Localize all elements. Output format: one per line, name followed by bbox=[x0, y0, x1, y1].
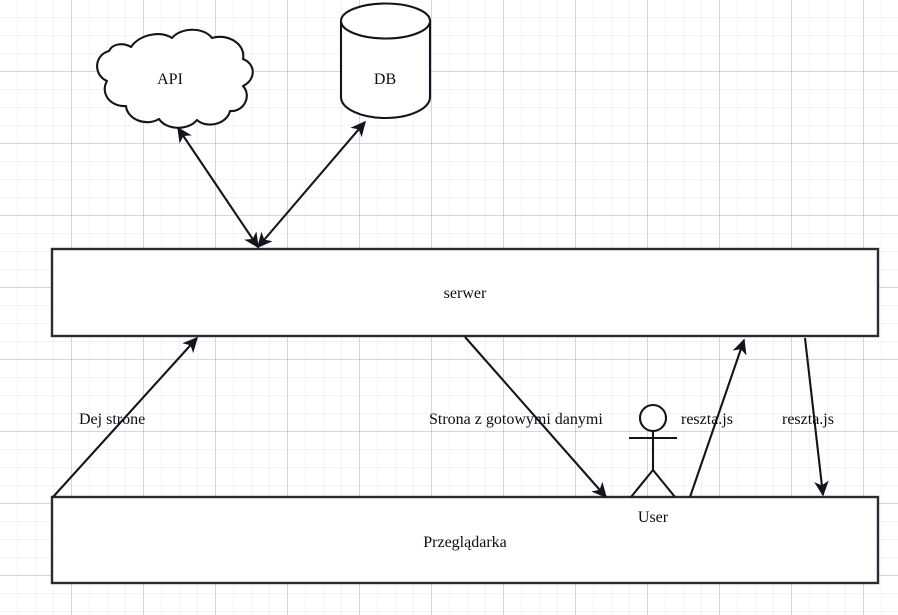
user-leg-left bbox=[630, 469, 654, 498]
edge-db-serwer[interactable] bbox=[257, 120, 366, 249]
label-serwer: serwer bbox=[443, 285, 487, 302]
node-browser-box[interactable] bbox=[50, 495, 880, 585]
db-cylinder-body bbox=[339, 19, 432, 120]
edge-reszta-js-down[interactable] bbox=[803, 337, 829, 497]
label-strona-gotowymi-danymi: Strona z gotowymi danymi bbox=[429, 411, 603, 428]
label-db: DB bbox=[373, 71, 397, 88]
label-user: User bbox=[637, 509, 669, 526]
edge-dej-strone[interactable] bbox=[52, 336, 198, 498]
db-cylinder-top bbox=[339, 2, 432, 40]
node-api-cloud[interactable] bbox=[96, 28, 254, 129]
label-browser: Przeglądarka bbox=[423, 534, 507, 551]
label-dej-strone: Dej strone bbox=[79, 411, 146, 428]
edge-api-serwer[interactable] bbox=[177, 126, 259, 249]
label-reszta-js-up: reszta.js bbox=[681, 411, 733, 428]
edge-reszta-js-up[interactable] bbox=[689, 338, 747, 498]
label-api: API bbox=[157, 71, 183, 88]
label-reszta-js-down: reszta.js bbox=[782, 411, 834, 428]
user-leg-right bbox=[652, 469, 676, 498]
user-head-icon bbox=[638, 403, 668, 433]
edge-strona-gotowymi-danymi[interactable] bbox=[464, 336, 607, 499]
node-serwer-box[interactable] bbox=[50, 247, 880, 338]
api-cloud-outline bbox=[96, 28, 254, 129]
node-db-cylinder[interactable] bbox=[339, 2, 432, 120]
node-user-stickman[interactable] bbox=[629, 403, 677, 498]
